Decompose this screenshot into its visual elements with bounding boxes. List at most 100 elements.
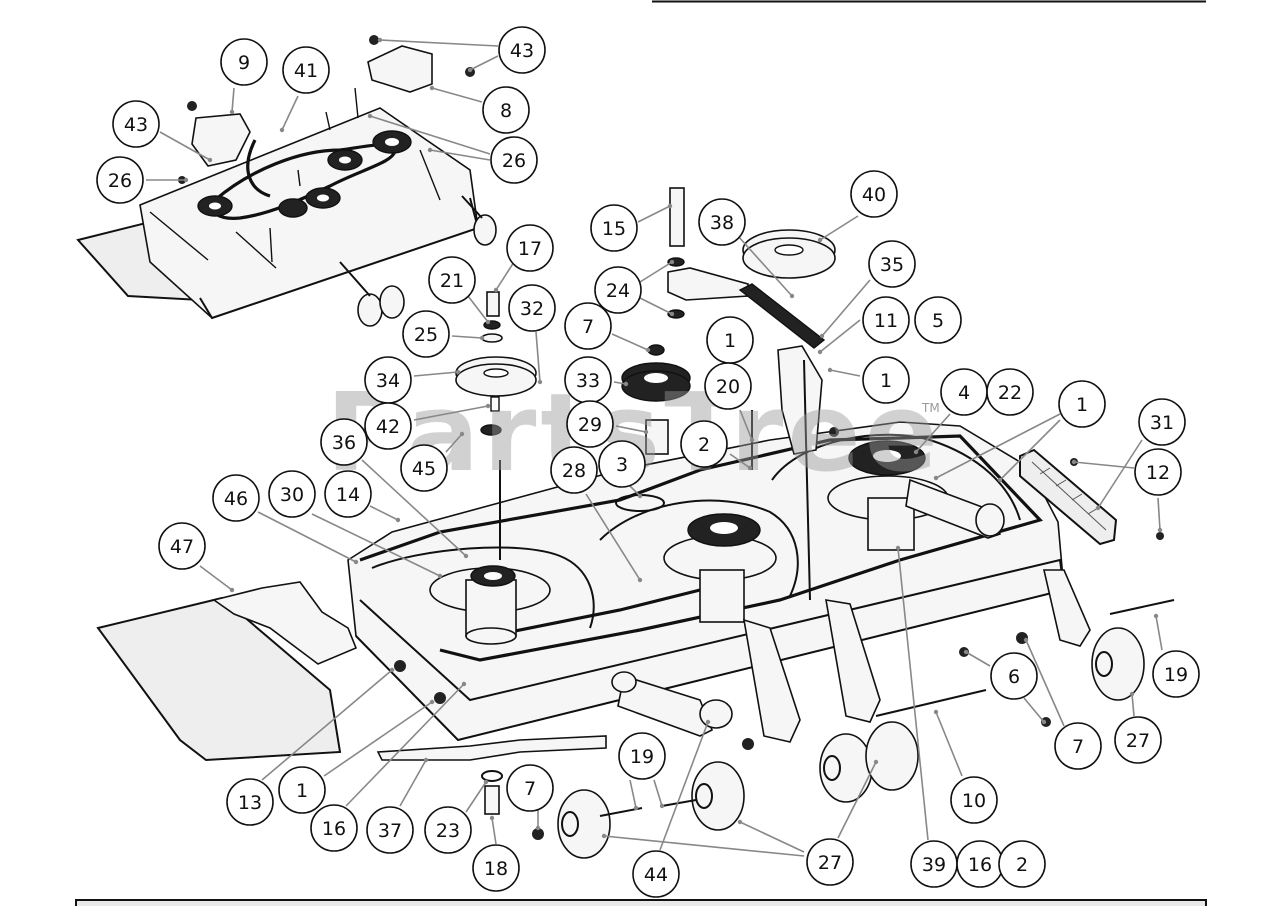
callout-2a[interactable]: 2 <box>680 420 728 468</box>
callout-32[interactable]: 32 <box>508 284 556 332</box>
callout-10[interactable]: 10 <box>950 776 998 824</box>
callout-31[interactable]: 31 <box>1138 398 1186 446</box>
callout-9[interactable]: 9 <box>220 38 268 86</box>
callout-circle <box>998 840 1046 888</box>
footer-band <box>75 899 1207 906</box>
leader-c-38 <box>737 235 793 297</box>
callout-label: 37 <box>378 820 402 842</box>
callout-label: 36 <box>332 432 356 454</box>
callout-19a[interactable]: 19 <box>618 732 666 780</box>
callout-39[interactable]: 39 <box>910 840 958 888</box>
callout-36[interactable]: 36 <box>320 418 368 466</box>
callout-45[interactable]: 45 <box>400 444 448 492</box>
callout-5[interactable]: 5 <box>914 296 962 344</box>
callout-40[interactable]: 40 <box>850 170 898 218</box>
leader-tip-c-35 <box>819 333 825 339</box>
callout-label: 35 <box>880 254 904 276</box>
callout-34[interactable]: 34 <box>364 356 412 404</box>
inset-pulleys <box>197 130 412 218</box>
callout-circle <box>1054 722 1102 770</box>
leader-c-1d <box>323 701 433 777</box>
callout-7b[interactable]: 7 <box>506 764 554 812</box>
blade-37 <box>376 735 607 761</box>
callout-42[interactable]: 42 <box>364 402 412 450</box>
callout-46[interactable]: 46 <box>212 474 260 522</box>
callout-41[interactable]: 41 <box>282 46 330 94</box>
callout-17[interactable]: 17 <box>506 224 554 272</box>
callout-circle <box>282 46 330 94</box>
callout-label: 1 <box>1076 394 1088 416</box>
inset-deck-assembly <box>76 45 497 327</box>
callout-21[interactable]: 21 <box>428 256 476 304</box>
callout-16a[interactable]: 16 <box>310 804 358 852</box>
leader-tip-c-12 <box>1071 459 1077 465</box>
callout-44[interactable]: 44 <box>632 850 680 898</box>
callout-24[interactable]: 24 <box>594 266 642 314</box>
leader-c-23 <box>465 781 487 813</box>
callout-circle <box>1138 398 1186 446</box>
wheel-a <box>557 789 611 859</box>
callout-26b[interactable]: 26 <box>490 136 538 184</box>
callout-7c[interactable]: 7 <box>1054 722 1102 770</box>
callout-1d[interactable]: 1 <box>278 766 326 814</box>
callout-27a[interactable]: 27 <box>1114 716 1162 764</box>
callout-13[interactable]: 13 <box>226 778 274 826</box>
callout-circle <box>1152 650 1200 698</box>
callout-8[interactable]: 8 <box>482 86 530 134</box>
callout-33[interactable]: 33 <box>564 356 612 404</box>
callout-26a[interactable]: 26 <box>96 156 144 204</box>
leader-tip-c-36 <box>463 553 469 559</box>
leader-tip-c-27a <box>1129 691 1135 697</box>
callout-23[interactable]: 23 <box>424 806 472 854</box>
callout-27b[interactable]: 27 <box>806 838 854 886</box>
callout-28[interactable]: 28 <box>550 446 598 494</box>
leader-c-43b <box>379 39 499 47</box>
leader-c-43b <box>469 55 499 71</box>
callout-6[interactable]: 6 <box>990 652 1038 700</box>
callout-3[interactable]: 3 <box>598 440 646 488</box>
callout-43a[interactable]: 43 <box>112 100 160 148</box>
callout-16b[interactable]: 16 <box>956 840 1004 888</box>
leader-tip-c-8 <box>429 85 435 91</box>
callout-2b[interactable]: 2 <box>998 840 1046 888</box>
callout-4[interactable]: 4 <box>940 368 988 416</box>
bolt-15 <box>669 187 685 247</box>
callout-12[interactable]: 12 <box>1134 448 1182 496</box>
leader-c-9 <box>231 87 235 113</box>
callout-43b[interactable]: 43 <box>498 26 546 74</box>
callout-11[interactable]: 11 <box>862 296 910 344</box>
hardware <box>178 35 1164 840</box>
callout-label: 28 <box>562 460 586 482</box>
callout-37[interactable]: 37 <box>366 806 414 854</box>
callout-circle <box>618 732 666 780</box>
callout-25[interactable]: 25 <box>402 310 450 358</box>
callout-19b[interactable]: 19 <box>1152 650 1200 698</box>
callout-18[interactable]: 18 <box>472 844 520 892</box>
callout-14[interactable]: 14 <box>324 470 372 518</box>
callout-47[interactable]: 47 <box>158 522 206 570</box>
leader-c-41 <box>281 95 299 131</box>
callout-38[interactable]: 38 <box>698 198 746 246</box>
callout-1b[interactable]: 1 <box>862 356 910 404</box>
callout-20[interactable]: 20 <box>704 362 752 410</box>
leader-c-10 <box>935 711 963 777</box>
callout-30[interactable]: 30 <box>268 470 316 518</box>
leader-tip-c-9 <box>229 109 235 115</box>
callout-7a[interactable]: 7 <box>564 302 612 350</box>
callout-circle <box>428 256 476 304</box>
callout-15[interactable]: 15 <box>590 204 638 252</box>
callout-22[interactable]: 22 <box>986 368 1034 416</box>
callout-1c[interactable]: 1 <box>1058 380 1106 428</box>
callout-circle <box>680 420 728 468</box>
callout-1a[interactable]: 1 <box>706 316 754 364</box>
callout-29[interactable]: 29 <box>566 400 614 448</box>
callout-35[interactable]: 35 <box>868 240 916 288</box>
leader-c-13 <box>261 669 393 781</box>
leader-c-12 <box>1157 497 1161 531</box>
callout-circle <box>806 838 854 886</box>
leader-c-6 <box>1023 697 1045 723</box>
spindle-center <box>663 513 777 623</box>
callout-label: 1 <box>724 330 736 352</box>
callout-label: 20 <box>716 376 740 398</box>
callout-circle <box>226 778 274 826</box>
